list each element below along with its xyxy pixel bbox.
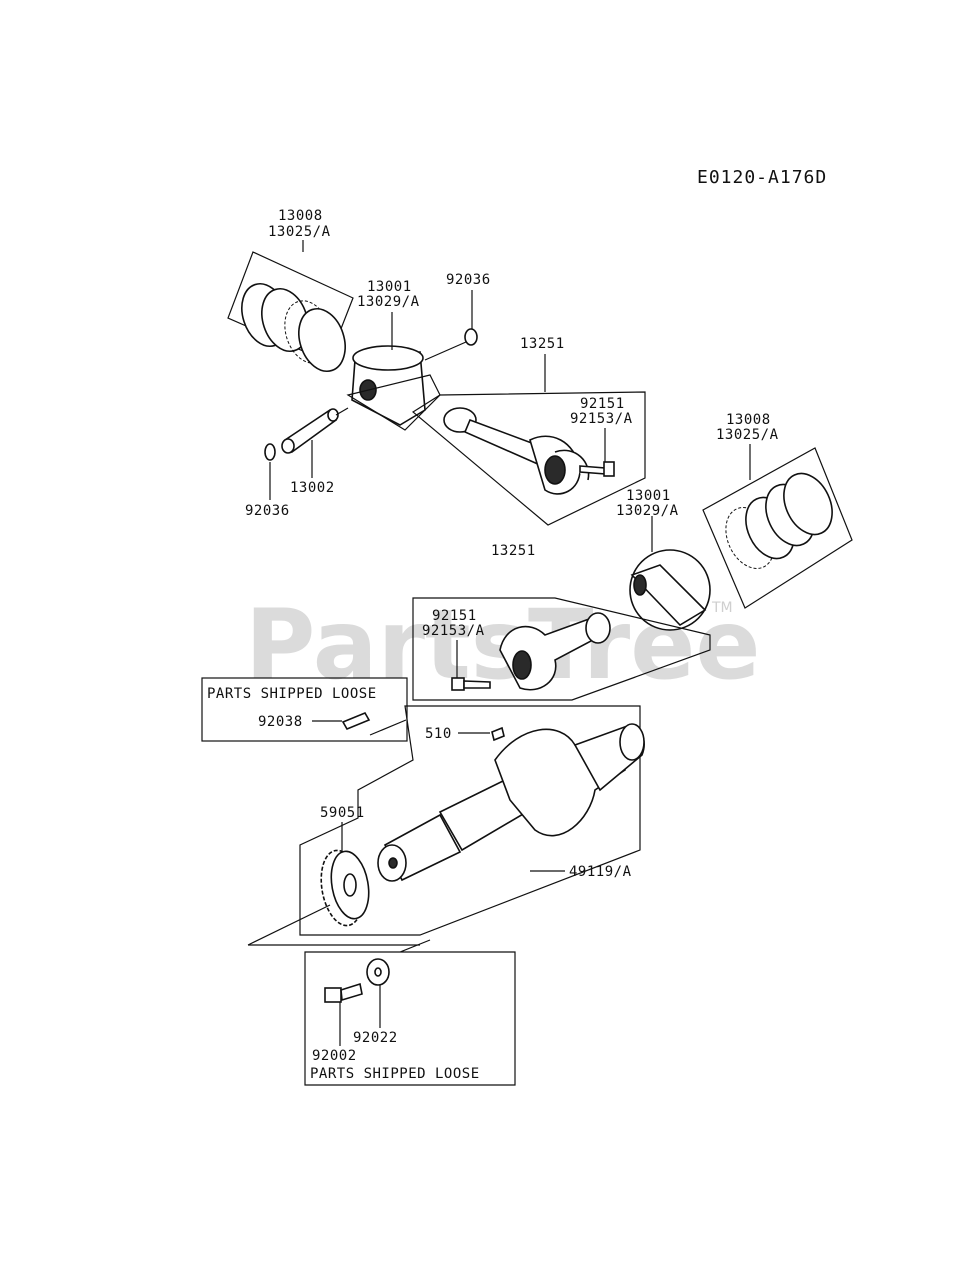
label-bolt-mid-b: 92153/A	[422, 623, 485, 639]
label-loose-title-bottom: PARTS SHIPPED LOOSE	[310, 1066, 480, 1082]
label-key-small: 510	[425, 726, 452, 742]
label-bolt-top-a: 92151	[580, 396, 625, 412]
label-pin: 13002	[290, 480, 335, 496]
loose-parts-box-top	[201, 677, 408, 742]
piston-clip-bottom[interactable]	[264, 443, 276, 461]
label-key-long: 92038	[258, 714, 303, 730]
watermark-trademark: TM	[711, 600, 733, 616]
label-crankshaft: 49119/A	[569, 864, 632, 880]
rod-group-frame-top	[411, 391, 646, 526]
crankshaft-frame	[299, 705, 641, 936]
label-gear: 59051	[320, 805, 365, 821]
piston-ring-set-right[interactable]	[702, 447, 853, 609]
piston-right[interactable]	[629, 549, 711, 631]
rod-group-frame-mid	[412, 597, 711, 701]
crank-key-long[interactable]	[341, 711, 371, 731]
label-rod-top: 13251	[520, 336, 565, 352]
piston-pin[interactable]	[281, 408, 339, 454]
label-loose-title-top: PARTS SHIPPED LOOSE	[207, 686, 377, 702]
label-rings-left-a: 13008	[278, 208, 323, 224]
crank-washer[interactable]	[366, 958, 390, 986]
label-piston-left-a: 13001	[367, 279, 412, 295]
connecting-rod-top[interactable]	[443, 407, 590, 495]
crank-gear[interactable]	[316, 847, 374, 929]
crank-bolt[interactable]	[324, 982, 363, 1003]
rod-bolt-mid[interactable]	[451, 677, 491, 691]
diagram-code: E0120-A176D	[697, 167, 827, 188]
piston-ring-set-left[interactable]	[227, 251, 354, 377]
label-rod-bottom: 13251	[491, 543, 536, 559]
connecting-rod-mid[interactable]	[499, 612, 611, 691]
label-rings-left-b: 13025/A	[268, 224, 331, 240]
label-piston-left-b: 13029/A	[357, 294, 420, 310]
label-clip-bottom: 92036	[245, 503, 290, 519]
piston-clip-top[interactable]	[464, 328, 478, 346]
loose-parts-box-bottom	[304, 939, 516, 1086]
crankshaft[interactable]	[377, 723, 645, 882]
label-washer: 92022	[353, 1030, 398, 1046]
label-rings-right-a: 13008	[726, 412, 771, 428]
piston-left[interactable]	[346, 345, 441, 431]
label-piston-right-a: 13001	[626, 488, 671, 504]
label-piston-right-b: 13029/A	[616, 503, 679, 519]
label-bolt-mid-a: 92151	[432, 608, 477, 624]
crank-key-small[interactable]	[491, 726, 505, 742]
label-rings-right-b: 13025/A	[716, 427, 779, 443]
label-bolt-bottom: 92002	[312, 1048, 357, 1064]
label-bolt-top-b: 92153/A	[570, 411, 633, 427]
rod-bolt-top[interactable]	[579, 461, 615, 477]
label-clip-top: 92036	[446, 272, 491, 288]
